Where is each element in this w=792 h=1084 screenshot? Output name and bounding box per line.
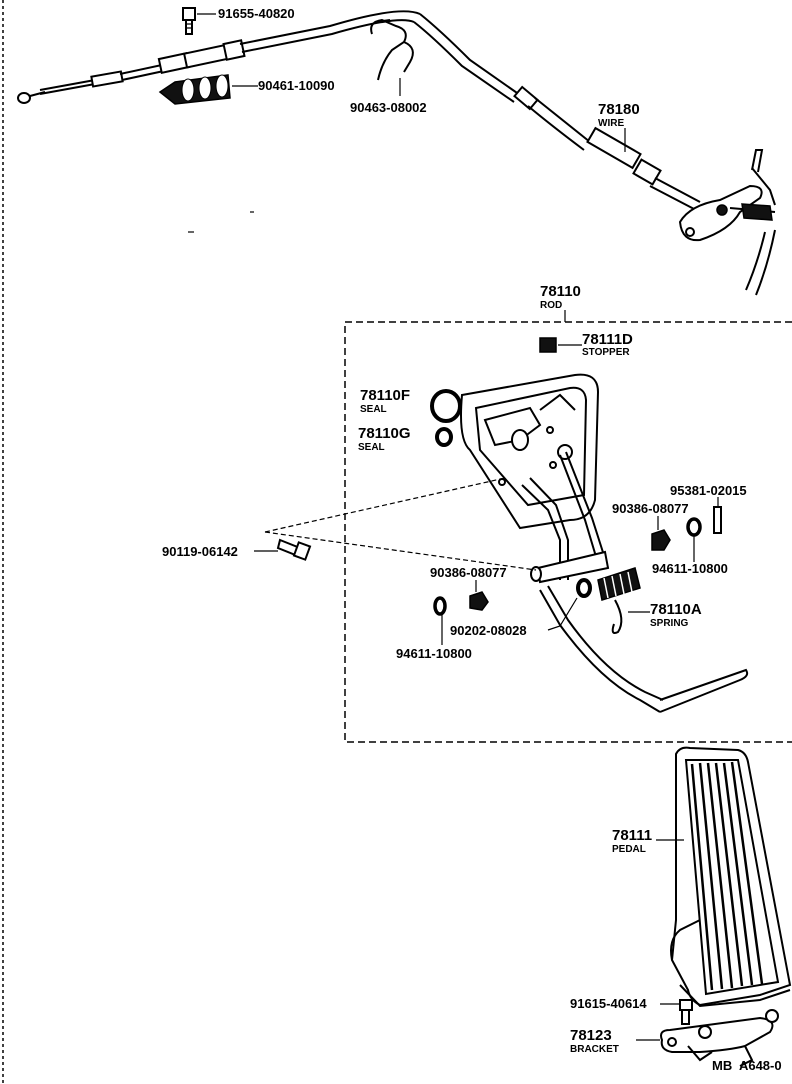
label-78123: 78123 — [570, 1027, 612, 1044]
label-90386-right: 90386-08077 — [612, 501, 689, 516]
label-78111D: 78111D — [582, 331, 633, 348]
label-94611-left: 94611-10800 — [396, 646, 472, 661]
label-90119: 90119-06142 — [162, 544, 238, 559]
label-78110A-sub: SPRING — [650, 618, 689, 629]
label-91655: 91655-40820 — [218, 6, 295, 21]
label-78111D-sub: STOPPER — [582, 347, 630, 358]
accelerator-wire-cable — [17, 10, 701, 211]
bracket-78123 — [660, 1009, 779, 1067]
pedal-mount-bracket — [460, 373, 600, 530]
label-78110G-sub: SEAL — [358, 442, 385, 453]
label-78111-sub: PEDAL — [612, 844, 646, 855]
stopper-78111D — [539, 337, 557, 353]
washer-94611-left — [433, 596, 447, 616]
label-95381: 95381-02015 — [670, 483, 747, 498]
label-91615: 91615-40614 — [570, 996, 647, 1011]
label-78111: 78111 — [612, 827, 652, 844]
nut-90386-right — [651, 529, 671, 551]
label-78110-sub: ROD — [540, 300, 562, 311]
label-90461: 90461-10090 — [258, 78, 335, 93]
label-78180: 78180 — [598, 101, 640, 118]
label-90463: 90463-08002 — [350, 100, 427, 115]
throttle-linkage — [678, 149, 776, 296]
label-78110G: 78110G — [358, 425, 411, 442]
label-78123-sub: BRACKET — [570, 1044, 619, 1055]
label-78110A: 78110A — [650, 601, 702, 618]
pin-95381 — [713, 506, 722, 534]
label-94611-right: 94611-10800 — [652, 561, 728, 576]
rod-arm — [521, 451, 749, 713]
seal-78110G — [435, 427, 453, 447]
label-90202: 90202-08028 — [450, 623, 527, 638]
label-78110: 78110 — [540, 283, 581, 300]
washer-94611-right — [686, 517, 702, 537]
bolt-91615 — [679, 999, 693, 1025]
label-90386-left: 90386-08077 — [430, 565, 507, 580]
bolt-91655 — [182, 7, 196, 35]
seal-78110F — [430, 389, 462, 423]
clamp-90463 — [370, 18, 414, 81]
grommet-90461 — [158, 74, 231, 105]
figure-code: MB A648-0 — [712, 1058, 782, 1073]
pedal-78111 — [670, 746, 792, 1008]
nut-90386-left — [469, 591, 489, 611]
label-78110F-sub: SEAL — [360, 404, 387, 415]
washer-90202 — [576, 578, 592, 598]
spring-78110A — [597, 567, 641, 634]
bolt-90119 — [276, 538, 312, 561]
label-78180-sub: WIRE — [598, 118, 624, 129]
label-78110F: 78110F — [360, 387, 410, 404]
